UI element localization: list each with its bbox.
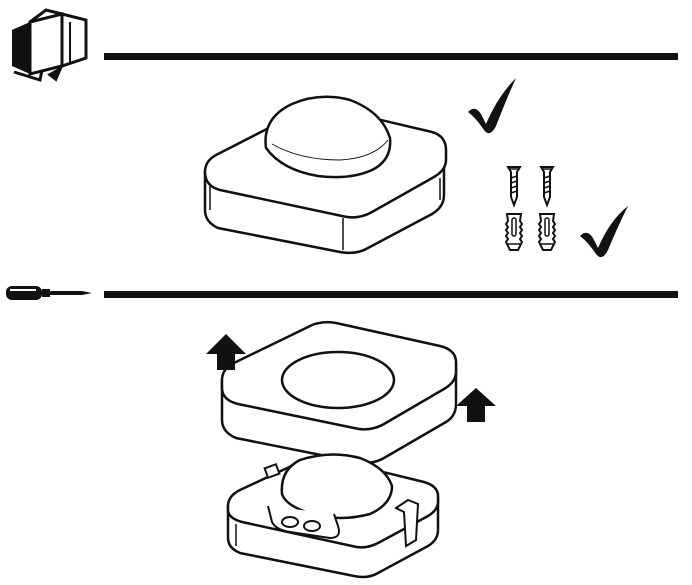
open-box-icon	[12, 8, 88, 82]
wall-screws	[507, 166, 554, 206]
arrow-up-icon	[456, 388, 496, 422]
wall-plugs	[505, 213, 556, 251]
check-mark-icon	[468, 78, 516, 134]
section-divider-1	[104, 53, 678, 60]
sensor-base	[226, 453, 440, 579]
check-mark-icon	[580, 206, 628, 258]
sensor-cover-lifted	[220, 320, 458, 465]
section-divider-2	[104, 291, 678, 298]
screwdriver-icon	[6, 286, 92, 300]
motion-sensor	[203, 95, 448, 255]
arrow-up-icon	[206, 334, 246, 370]
